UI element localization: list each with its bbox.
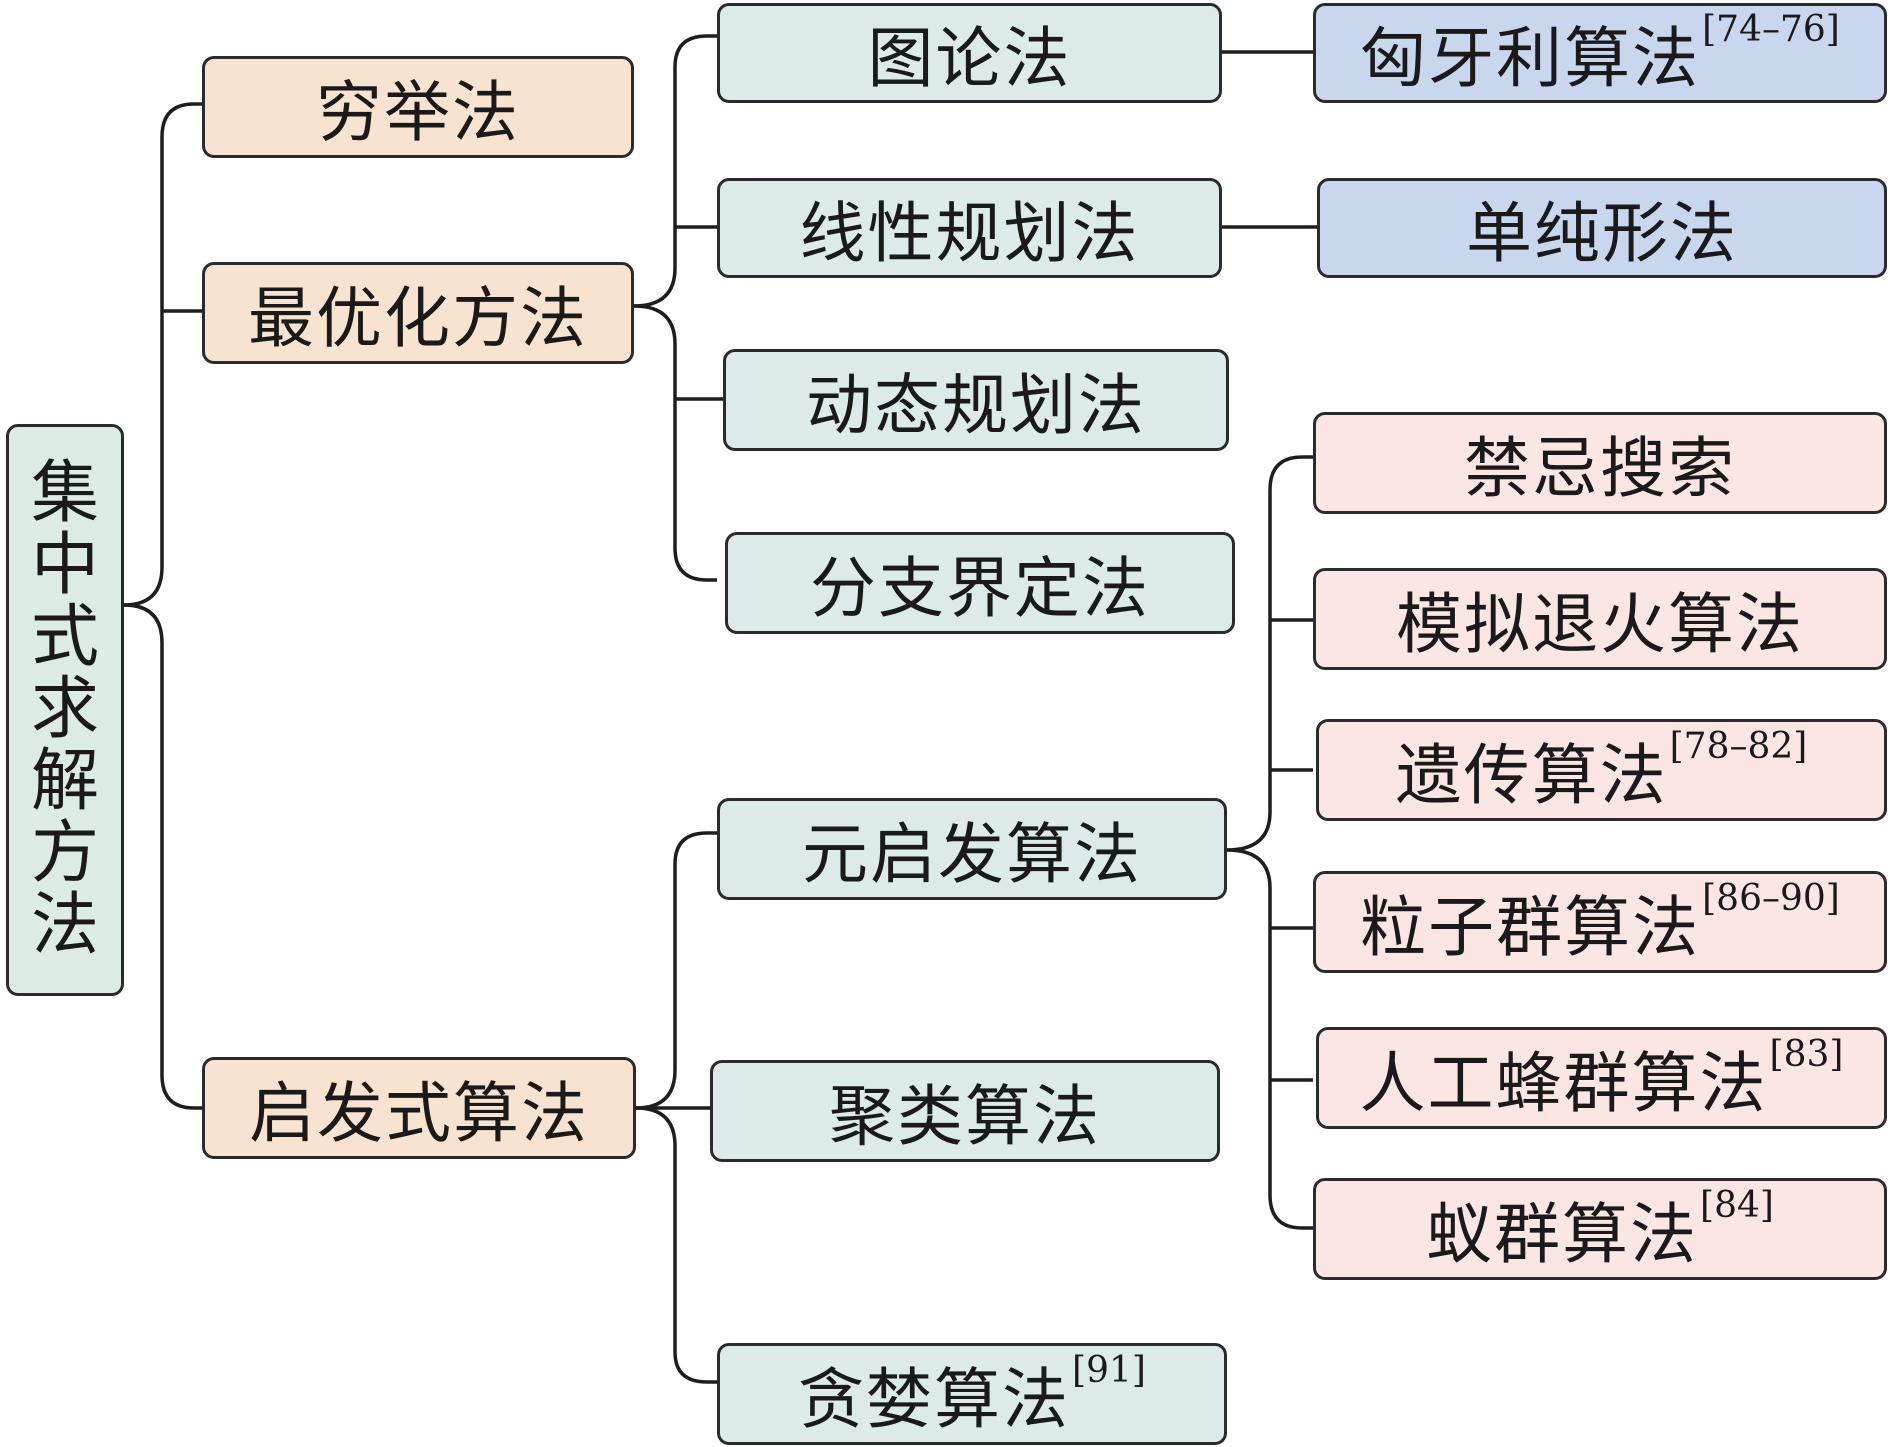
label-optimization: 最优化方法 <box>248 280 588 357</box>
ref-greedy: [91] <box>1072 1349 1146 1391</box>
label-particle-swarm: 粒子群算法 <box>1360 889 1701 966</box>
node-heuristic: 启发式算法 <box>202 1057 636 1159</box>
node-genetic: 遗传算法[78–82] <box>1316 719 1887 821</box>
node-simulated-annealing: 模拟退火算法 <box>1313 568 1887 670</box>
node-artificial-bee-colony: 人工蜂群算法[83] <box>1316 1027 1887 1129</box>
label-ant-colony: 蚁群算法 <box>1426 1196 1699 1273</box>
ref-artificial-bee-colony: [83] <box>1769 1033 1844 1075</box>
ref-ant-colony: [84] <box>1700 1184 1774 1226</box>
label-dynamic-programming: 动态规划法 <box>806 367 1146 444</box>
label-genetic: 遗传算法 <box>1395 737 1668 814</box>
label-simulated-annealing: 模拟退火算法 <box>1396 586 1804 663</box>
ref-genetic: [78–82] <box>1669 725 1808 767</box>
node-greedy: 贪婪算法[91] <box>717 1343 1227 1445</box>
ref-hungarian: [74–76] <box>1702 8 1840 50</box>
node-clustering: 聚类算法 <box>710 1060 1220 1162</box>
node-linear-programming: 线性规划法 <box>717 178 1222 278</box>
label-exhaustive: 穷举法 <box>316 74 520 151</box>
label-hungarian: 匈牙利算法 <box>1360 20 1701 97</box>
node-hungarian: 匈牙利算法[74–76] <box>1313 3 1887 103</box>
node-branch-and-bound: 分支界定法 <box>725 532 1235 634</box>
node-optimization: 最优化方法 <box>202 262 634 364</box>
root-node: 集中式求解方法 <box>6 424 124 996</box>
label-tabu-search: 禁忌搜索 <box>1464 430 1736 507</box>
ref-particle-swarm: [86–90] <box>1702 877 1840 919</box>
label-simplex: 单纯形法 <box>1466 195 1738 272</box>
label-branch-and-bound: 分支界定法 <box>810 550 1150 627</box>
node-ant-colony: 蚁群算法[84] <box>1313 1178 1887 1280</box>
label-artificial-bee-colony: 人工蜂群算法 <box>1359 1045 1768 1122</box>
root-label: 集中式求解方法 <box>30 454 99 965</box>
node-metaheuristic: 元启发算法 <box>717 798 1227 900</box>
label-heuristic: 启发式算法 <box>249 1075 589 1152</box>
node-graph-theory: 图论法 <box>717 3 1222 103</box>
node-tabu-search: 禁忌搜索 <box>1313 412 1887 514</box>
label-linear-programming: 线性规划法 <box>799 195 1140 272</box>
node-particle-swarm: 粒子群算法[86–90] <box>1313 871 1887 973</box>
node-dynamic-programming: 动态规划法 <box>723 349 1229 451</box>
label-graph-theory: 图论法 <box>867 20 1072 97</box>
node-exhaustive: 穷举法 <box>202 56 634 158</box>
node-simplex: 单纯形法 <box>1317 178 1887 278</box>
label-clustering: 聚类算法 <box>829 1078 1101 1155</box>
label-greedy: 贪婪算法 <box>798 1361 1071 1438</box>
label-metaheuristic: 元启发算法 <box>802 816 1142 893</box>
